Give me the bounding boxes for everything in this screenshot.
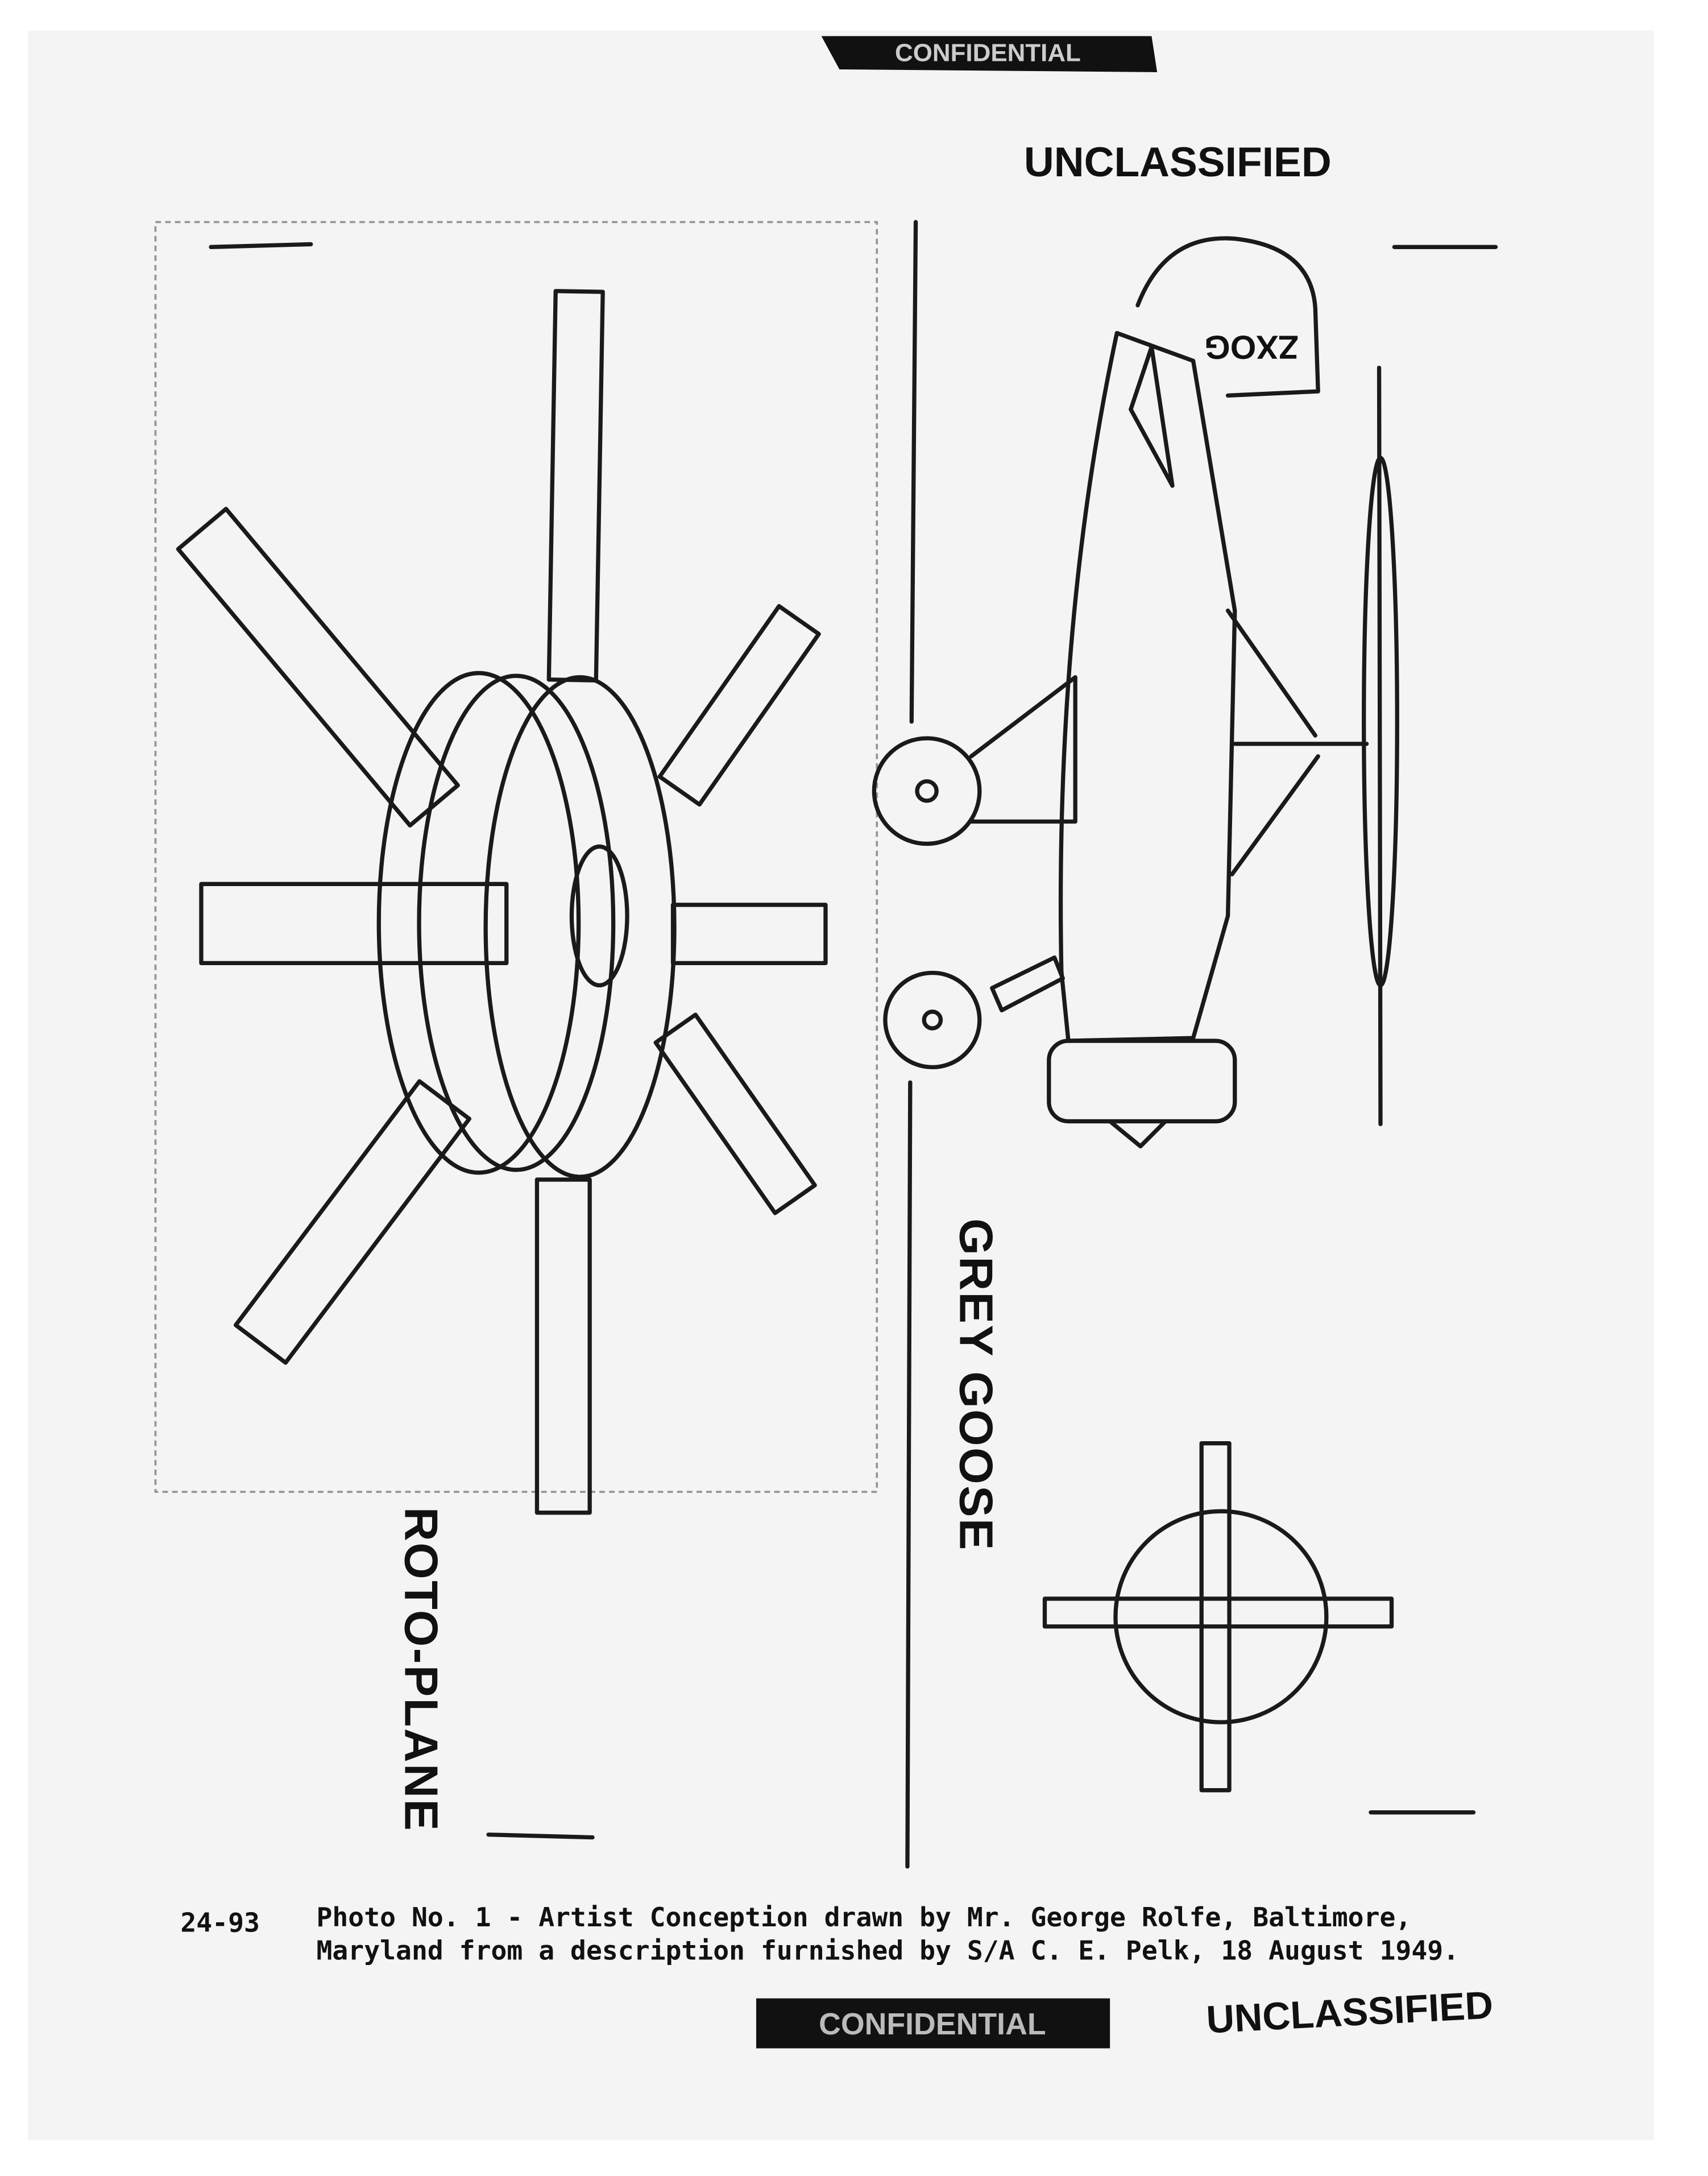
svg-text:CONFIDENTIAL: CONFIDENTIAL — [895, 39, 1081, 67]
roto-plane-drawing: ROTO-PLANE — [154, 221, 878, 1840]
paper-sheet — [27, 30, 1654, 2140]
unclassified-stamp-top: UNCLASSIFIED — [1024, 139, 1332, 185]
caption-line-2: Maryland from a description furnished by… — [316, 1935, 1459, 1966]
grey-goose-label: GREY GOOSE — [950, 1218, 1003, 1551]
grey-goose-drawing: ZXOG GREY GOOSE — [872, 236, 1498, 1815]
caption-line-1: Photo No. 1 - Artist Conception drawn by… — [316, 1902, 1411, 1933]
tail-marking: ZXOG — [1204, 328, 1299, 365]
confidential-stamp-top: CONFIDENTIAL — [821, 36, 1158, 72]
caption: 24-93 Photo No. 1 - Artist Conception dr… — [180, 1902, 1459, 1966]
photo-number: 24-93 — [180, 1908, 260, 1938]
roto-plane-label: ROTO-PLANE — [395, 1507, 448, 1832]
svg-text:CONFIDENTIAL: CONFIDENTIAL — [819, 2007, 1046, 2041]
confidential-stamp-bottom: CONFIDENTIAL — [756, 1998, 1110, 2049]
divider-line — [909, 220, 918, 724]
